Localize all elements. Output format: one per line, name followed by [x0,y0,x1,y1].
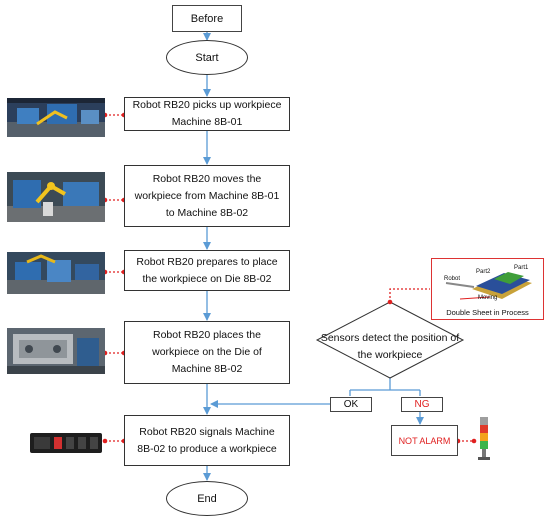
decision-label: Sensors detect the position of the workp… [320,332,460,361]
title-box: Before [172,5,242,32]
inset-label-part1: Part1 [514,265,529,271]
ng-label: NG [414,399,430,410]
decision-diamond [315,301,465,379]
plc-device-icon [30,430,102,456]
inset-label-robot: Robot [444,276,461,282]
end-label: End [197,492,217,505]
ng-box: NG [401,397,443,412]
step-1-label: Robot RB20 picks up workpiece Machine 8B… [132,99,282,128]
step-3-box: Robot RB20 prepares to place the workpie… [124,250,290,291]
machine-photo-4 [7,328,105,374]
inset-label-moving: Moving [478,295,498,301]
step-1-box: Robot RB20 picks up workpiece Machine 8B… [124,97,290,131]
robot-photo-1 [7,98,105,137]
title-label: Before [190,12,224,25]
start-label: Start [195,51,219,64]
robot-photo-2 [7,172,105,222]
inset-caption: Double Sheet in Process [446,308,529,317]
double-sheet-inset: Robot Part2 Part1 Moving Double Sheet in… [431,258,544,320]
not-alarm-label: NOT ALARM [398,435,451,446]
ok-box: OK [330,397,372,412]
inset-illustration [432,259,543,309]
step-4-label: Robot RB20 places the workpiece on the D… [152,329,262,375]
ok-label: OK [343,399,359,410]
step-2-label: Robot RB20 moves the workpiece from Mach… [134,172,280,219]
step-5-box: Robot RB20 signals Machine 8B-02 to prod… [124,415,290,466]
end-terminator: End [166,481,248,516]
start-terminator: Start [166,40,248,75]
signal-tower-icon [476,415,492,461]
step-2-box: Robot RB20 moves the workpiece from Mach… [124,165,290,227]
robot-photo-3 [7,252,105,294]
step-4-box: Robot RB20 places the workpiece on the D… [124,321,290,384]
inset-connector [389,288,430,302]
not-alarm-box: NOT ALARM [391,425,458,456]
inset-label-part2: Part2 [476,269,491,275]
step-5-label: Robot RB20 signals Machine 8B-02 to prod… [137,425,277,455]
step-3-label: Robot RB20 prepares to place the workpie… [136,255,278,285]
